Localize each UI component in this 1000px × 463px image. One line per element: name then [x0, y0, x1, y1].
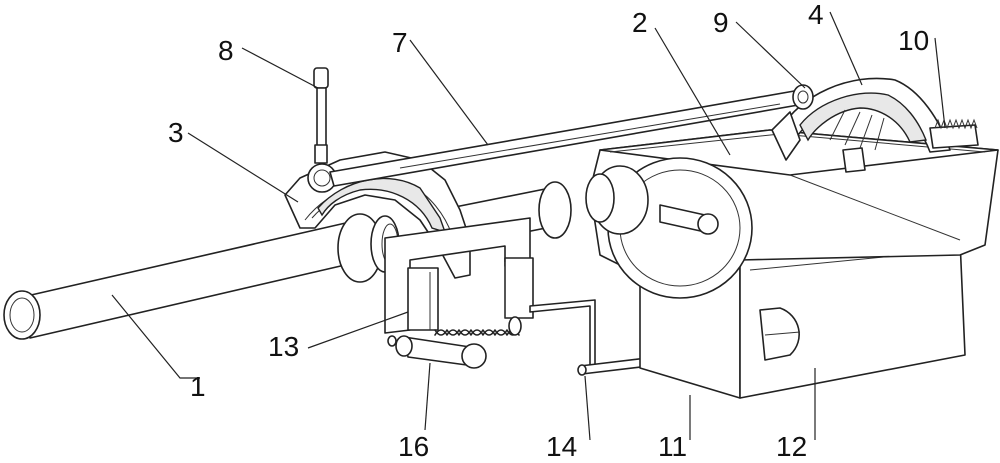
pin-8	[307, 67, 337, 193]
label-13: 13	[268, 331, 299, 362]
label-7: 7	[392, 27, 408, 58]
label-14: 14	[546, 431, 577, 462]
label-11: 11	[658, 431, 687, 462]
label-16: 16	[398, 431, 429, 462]
label-4: 4	[808, 0, 824, 30]
label-9: 9	[713, 7, 729, 38]
part-labels: 1 2 3 4 7 8 9 10 11 12 13 14 16	[168, 0, 929, 462]
roller-9	[792, 84, 814, 110]
base-11	[639, 239, 966, 399]
handle-16	[387, 335, 487, 369]
label-2: 2	[632, 7, 648, 38]
arc-bracket-4	[771, 77, 951, 173]
frame-13	[384, 217, 534, 334]
knob-12	[759, 307, 801, 361]
tube-1	[3, 221, 359, 340]
spring	[434, 316, 522, 336]
label-8: 8	[218, 35, 234, 66]
rack-10	[929, 118, 979, 149]
wheel	[538, 157, 753, 299]
label-3: 3	[168, 117, 184, 148]
label-1: 1	[190, 371, 206, 402]
leader-lines	[111, 11, 946, 441]
label-12: 12	[776, 431, 807, 462]
label-10: 10	[898, 25, 929, 56]
